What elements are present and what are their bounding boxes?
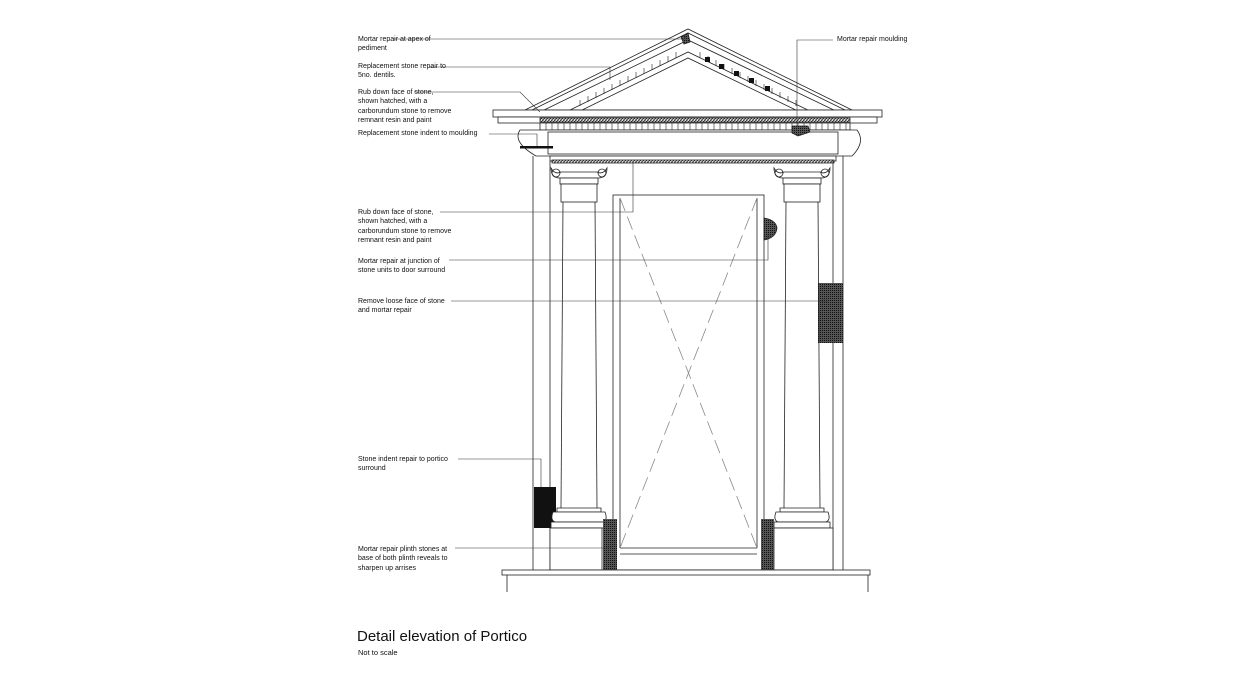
pediment	[524, 28, 853, 113]
left-column	[549, 166, 608, 571]
note-indent-moulding: Replacement stone indent to moulding	[358, 130, 478, 137]
pediment-inner	[565, 51, 813, 113]
leader-lines	[393, 36, 833, 549]
note-replacement-dentils: Replacement stone repair to 5no. dentils…	[358, 63, 446, 80]
surround	[532, 156, 844, 570]
cornice	[492, 109, 883, 164]
note-plinth-mortar: Mortar repair plinth stones at base of b…	[358, 546, 448, 572]
drawing-subtitle: Not to scale	[358, 648, 398, 657]
door-opening	[603, 194, 778, 571]
note-mortar-moulding: Mortar repair moulding	[837, 36, 908, 43]
note-junction-mortar: Mortar repair at junction of stone units…	[358, 258, 446, 275]
moulding-indent-mark	[520, 146, 553, 149]
replaced-dentils	[705, 57, 770, 91]
base-step	[501, 569, 871, 592]
junction-mark	[763, 217, 778, 241]
note-surround-indent: Stone indent repair to portico surround	[358, 456, 448, 473]
drawing-title: Detail elevation of Portico	[357, 628, 528, 645]
cornice-dentils	[545, 123, 847, 130]
frieze-inner	[547, 131, 839, 155]
moulding-repair-mark	[791, 125, 811, 137]
cornice-top-band	[492, 109, 883, 118]
pediment-tympanum	[577, 57, 801, 113]
note-apex-mortar: Mortar repair at apex of pediment	[358, 36, 431, 53]
note-rub-down-mid: Rub down face of stone, shown hatched, w…	[358, 209, 452, 245]
plinth-mark-left	[603, 519, 617, 570]
architrave-hatched	[551, 159, 835, 164]
surround-indent-mark	[534, 487, 556, 528]
left-capital	[550, 166, 608, 179]
loose-face-mark	[818, 283, 843, 343]
raking-dentils-left	[579, 52, 677, 106]
door-surround	[612, 194, 765, 571]
plinth-mark-right	[761, 519, 774, 570]
apex-repair-mark	[680, 32, 691, 45]
cornice-hatched-band	[539, 117, 851, 123]
note-loose-face: Remove loose face of stone and mortar re…	[358, 298, 445, 315]
door-diagonals	[619, 197, 758, 549]
right-capital	[773, 166, 831, 179]
note-rub-down-top: Rub down face of stone, shown hatched, w…	[358, 89, 452, 125]
right-column	[773, 166, 834, 571]
